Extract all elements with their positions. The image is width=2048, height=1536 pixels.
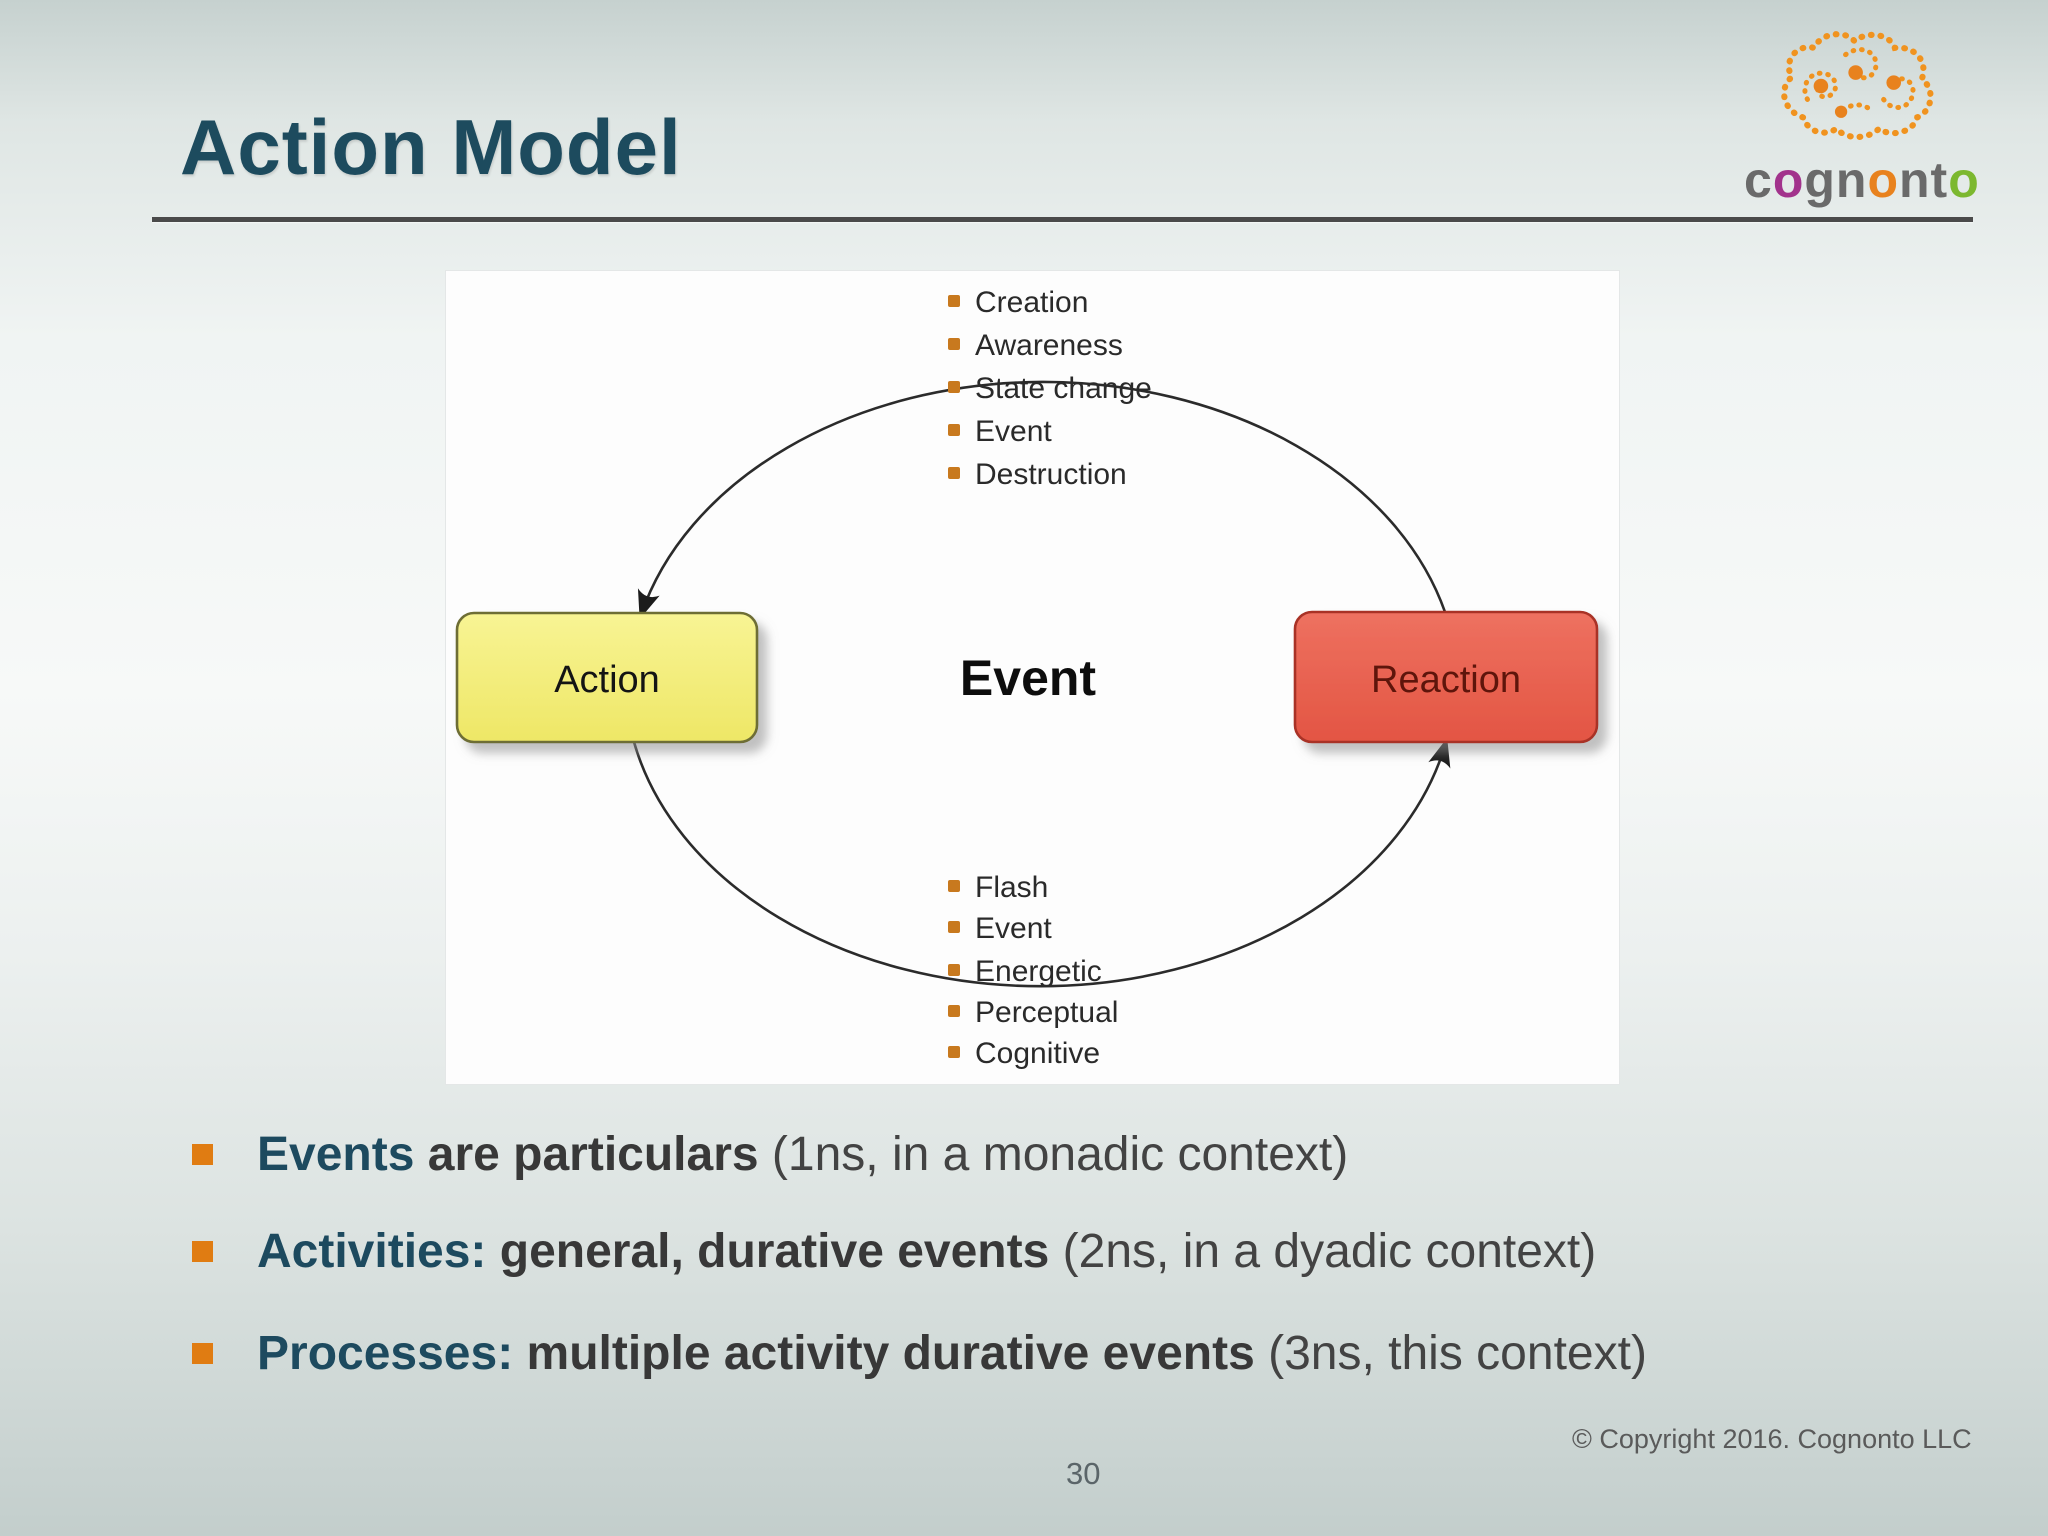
list-bullet	[948, 1046, 960, 1058]
list-item: Creation	[975, 286, 1088, 319]
reaction-box-label: Reaction	[1371, 659, 1521, 701]
brain-outline	[1781, 31, 1934, 141]
wordmark-letter-o-green: o	[1948, 152, 1980, 208]
list-bullet	[948, 381, 960, 393]
list-item: Energetic	[975, 955, 1102, 988]
list-bullet	[948, 964, 960, 976]
wordmark-letter-o-orange: o	[1867, 152, 1899, 208]
list-bullet	[948, 467, 960, 479]
bullet-lead: Processes:	[257, 1327, 514, 1380]
list-item: Event	[975, 912, 1052, 945]
list-item: Destruction	[975, 458, 1127, 491]
action-box	[455, 611, 759, 744]
bullet-text: Activities: general, durative events (2n…	[257, 1223, 1596, 1281]
list-item: Cognitive	[975, 1037, 1100, 1070]
list-bullet	[948, 338, 960, 350]
list-item: Awareness	[975, 329, 1123, 362]
wordmark-letter-o-purple: o	[1772, 152, 1805, 208]
bullet-line-activities: Activities: general, durative events (2n…	[192, 1223, 1596, 1281]
brain-node	[1834, 105, 1848, 118]
bullet-line-processes: Processes: multiple activity durative ev…	[192, 1325, 1647, 1383]
list-item: Event	[975, 415, 1052, 448]
bullet-bold-text: general, durative events	[486, 1225, 1050, 1278]
list-item: Perceptual	[975, 996, 1118, 1029]
cycle-arc-bottom-arrow	[632, 737, 1451, 988]
cognonto-brain-icon	[1781, 31, 1934, 141]
page-number: 30	[1066, 1456, 1101, 1491]
list-bullet	[948, 921, 960, 933]
event-top-list: Creation Awareness State change Event De…	[948, 286, 1152, 491]
brain-curl-top	[1843, 47, 1879, 81]
cognonto-wordmark: cognonto	[1744, 152, 1979, 208]
bullet-text: Events are particulars (1ns, in a monadi…	[257, 1126, 1348, 1184]
brain-curl-mid	[1840, 102, 1875, 116]
bullet-normal-text: (2ns, in a dyadic context)	[1049, 1225, 1597, 1278]
copyright-notice: © Copyright 2016. Cognonto LLC	[1572, 1424, 1972, 1454]
wordmark-letters: gn	[1804, 152, 1868, 208]
brain-node	[1848, 65, 1863, 80]
wordmark-letter: c	[1744, 152, 1773, 208]
event-bottom-list: Flash Event Energetic Perceptual Cogniti…	[948, 871, 1118, 1070]
brain-node	[1813, 78, 1829, 94]
list-item: State change	[975, 372, 1152, 405]
bullet-square-icon	[192, 1144, 213, 1165]
list-bullet	[948, 1005, 960, 1017]
reaction-box	[1293, 610, 1599, 744]
cognonto-logo: cognonto	[1744, 30, 1979, 208]
bullet-lead: Activities:	[257, 1225, 487, 1278]
bullet-bold-text: are particulars	[414, 1128, 759, 1181]
wordmark-letters: nt	[1899, 152, 1949, 208]
bullet-bold-text: multiple activity durative events	[513, 1327, 1255, 1380]
list-bullet	[948, 295, 960, 307]
action-event-reaction-diagram: Action Reaction Event Creation Awareness…	[445, 270, 1620, 1085]
bullet-lead: Events	[257, 1128, 415, 1181]
bullet-square-icon	[192, 1241, 213, 1262]
list-item: Flash	[975, 871, 1048, 904]
brain-curl-right	[1881, 76, 1916, 110]
bullet-square-icon	[192, 1343, 213, 1364]
title-divider	[152, 217, 1973, 222]
list-bullet	[948, 880, 960, 892]
action-box-label: Action	[554, 659, 660, 701]
bullet-line-events: Events are particulars (1ns, in a monadi…	[192, 1126, 1348, 1184]
event-center-label: Event	[960, 650, 1097, 706]
bullet-text: Processes: multiple activity durative ev…	[257, 1325, 1647, 1383]
bullet-normal-text: (1ns, in a monadic context)	[758, 1128, 1349, 1181]
list-bullet	[948, 424, 960, 436]
brain-node	[1886, 75, 1901, 90]
bullet-normal-text: (3ns, this context)	[1254, 1327, 1647, 1380]
cycle-arc-top-arrow	[637, 380, 1447, 620]
page-title: Action Model	[180, 103, 682, 191]
